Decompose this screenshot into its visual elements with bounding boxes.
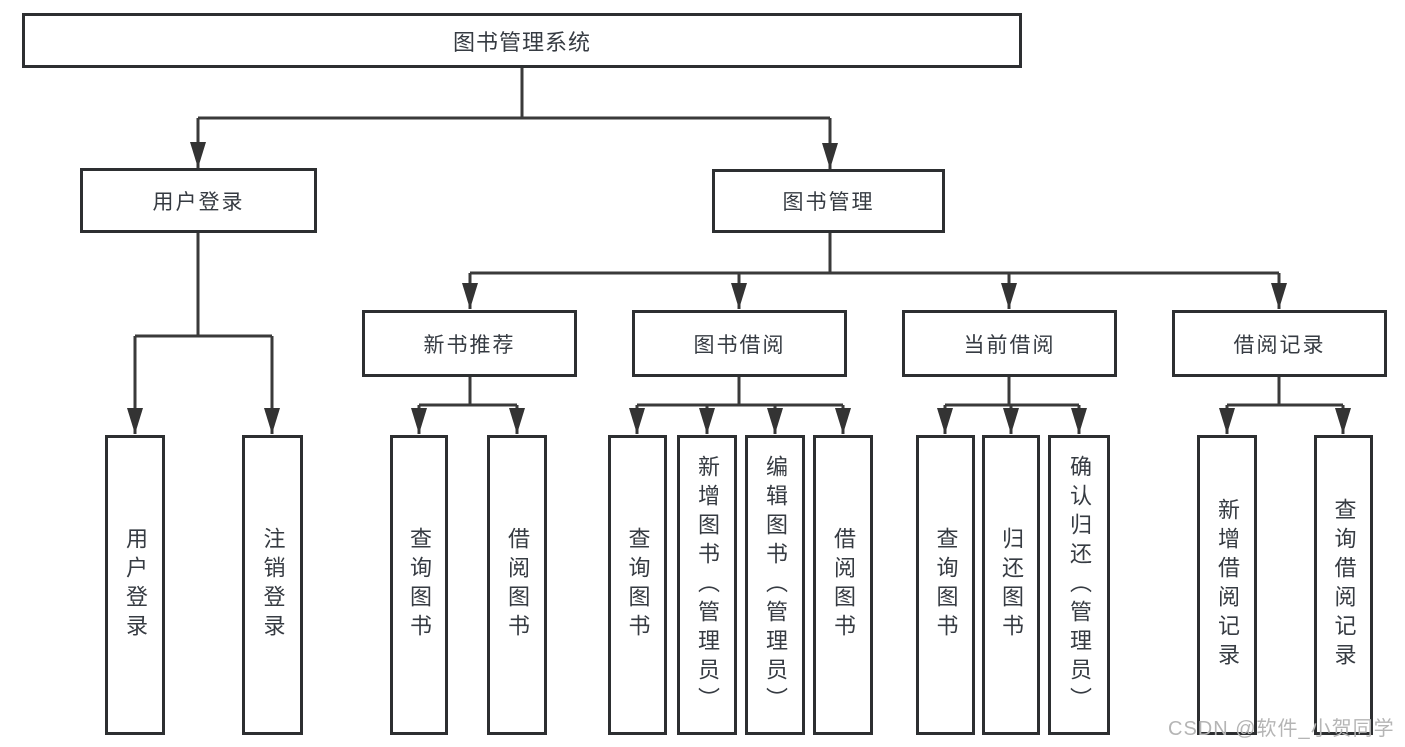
node-label: 借阅记录 [1233, 333, 1326, 357]
node-label: 确认归还（管理员） [1067, 454, 1092, 716]
node-current-borrow: 当前借阅 [902, 310, 1117, 377]
arrow-connector-group [127, 118, 1351, 434]
leaf-borrow-books: 借阅图书 [813, 435, 873, 735]
leaf-add-borrow-record: 新增借阅记录 [1197, 435, 1257, 735]
node-label: 查询图书 [625, 527, 651, 643]
node-book-borrow: 图书借阅 [632, 310, 847, 377]
leaf-edit-books-admin: 编辑图书（管理员） [745, 435, 805, 735]
node-label: 用户登录 [152, 190, 245, 214]
node-label: 当前借阅 [963, 333, 1056, 357]
node-label: 图书管理系统 [452, 29, 591, 55]
leaf-return-books: 归还图书 [982, 435, 1040, 735]
node-book-management: 图书管理 [712, 169, 945, 233]
node-label: 查询借阅记录 [1331, 498, 1357, 672]
node-label: 用户登录 [123, 527, 148, 643]
leaf-logout: 注销登录 [242, 435, 303, 735]
leaf-confirm-return-admin: 确认归还（管理员） [1048, 435, 1110, 735]
node-label: 新书推荐 [423, 333, 516, 357]
node-label: 借阅图书 [831, 527, 856, 643]
node-label: 注销登录 [260, 527, 286, 643]
leaf-query-borrow-record: 查询借阅记录 [1314, 435, 1373, 735]
node-label: 新增借阅记录 [1215, 498, 1240, 672]
leaf-add-books-admin: 新增图书（管理员） [677, 435, 737, 735]
node-label: 查询图书 [407, 527, 432, 643]
node-label: 归还图书 [999, 527, 1024, 643]
leaf-query-books-borrow: 查询图书 [608, 435, 667, 735]
node-label: 图书借阅 [693, 333, 786, 357]
leaf-user-login: 用户登录 [105, 435, 165, 735]
node-new-book-recommend: 新书推荐 [362, 310, 577, 377]
node-label: 图书管理 [782, 191, 875, 214]
node-library-management-system: 图书管理系统 [22, 13, 1022, 68]
leaf-borrow-books-recommend: 借阅图书 [487, 435, 547, 735]
node-label: 新增图书（管理员） [695, 454, 720, 716]
leaf-query-books-recommend: 查询图书 [390, 435, 448, 735]
plain-connector-group [135, 68, 1343, 407]
node-label: 编辑图书（管理员） [763, 454, 788, 716]
node-label: 借阅图书 [505, 527, 530, 643]
node-borrow-records: 借阅记录 [1172, 310, 1387, 377]
node-label: 查询图书 [933, 527, 959, 643]
leaf-query-books-current: 查询图书 [916, 435, 975, 735]
csdn-watermark: CSDN @软件_小贺同学 [1168, 718, 1395, 740]
node-user-login: 用户登录 [80, 168, 317, 233]
